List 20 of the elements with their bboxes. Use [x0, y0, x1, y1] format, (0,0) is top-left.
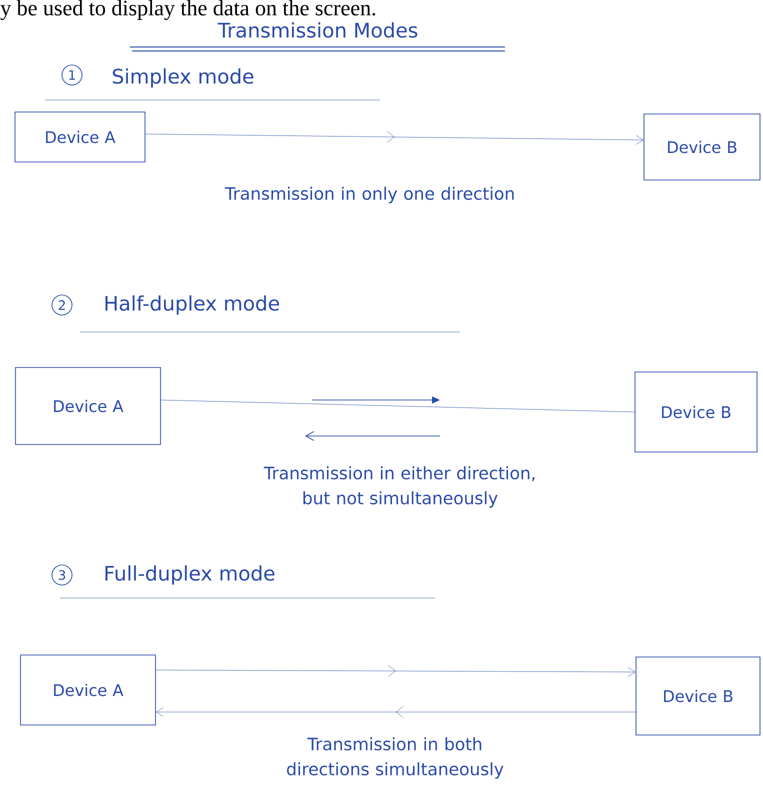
arrow: [156, 665, 636, 677]
device-box: Device B: [644, 114, 760, 180]
description-text: Transmission in only one direction: [224, 186, 514, 204]
device-box: Device B: [636, 656, 760, 736]
section-heading: Simplex mode: [112, 68, 254, 88]
callout-number: 3: [52, 564, 72, 586]
callout-number: 2: [52, 294, 72, 316]
callout-number: 1: [62, 64, 82, 86]
device-box: Device A: [15, 367, 161, 445]
description-text: Transmission in either direction, but not simultaneously: [264, 466, 535, 508]
body-text: y be used to display the data on the screen.: [0, 0, 376, 20]
device-box: Device A: [14, 112, 146, 162]
device-box: Device A: [20, 654, 156, 726]
section-heading: Half-duplex mode: [106, 295, 279, 315]
arrow: [145, 131, 644, 145]
device-box: Device B: [634, 372, 758, 452]
description-text: Transmission in both directions simultaneously: [287, 737, 504, 779]
title: Transmission Modes: [218, 22, 418, 38]
arrow: [156, 706, 636, 718]
section-heading: Full-duplex mode: [106, 565, 274, 585]
